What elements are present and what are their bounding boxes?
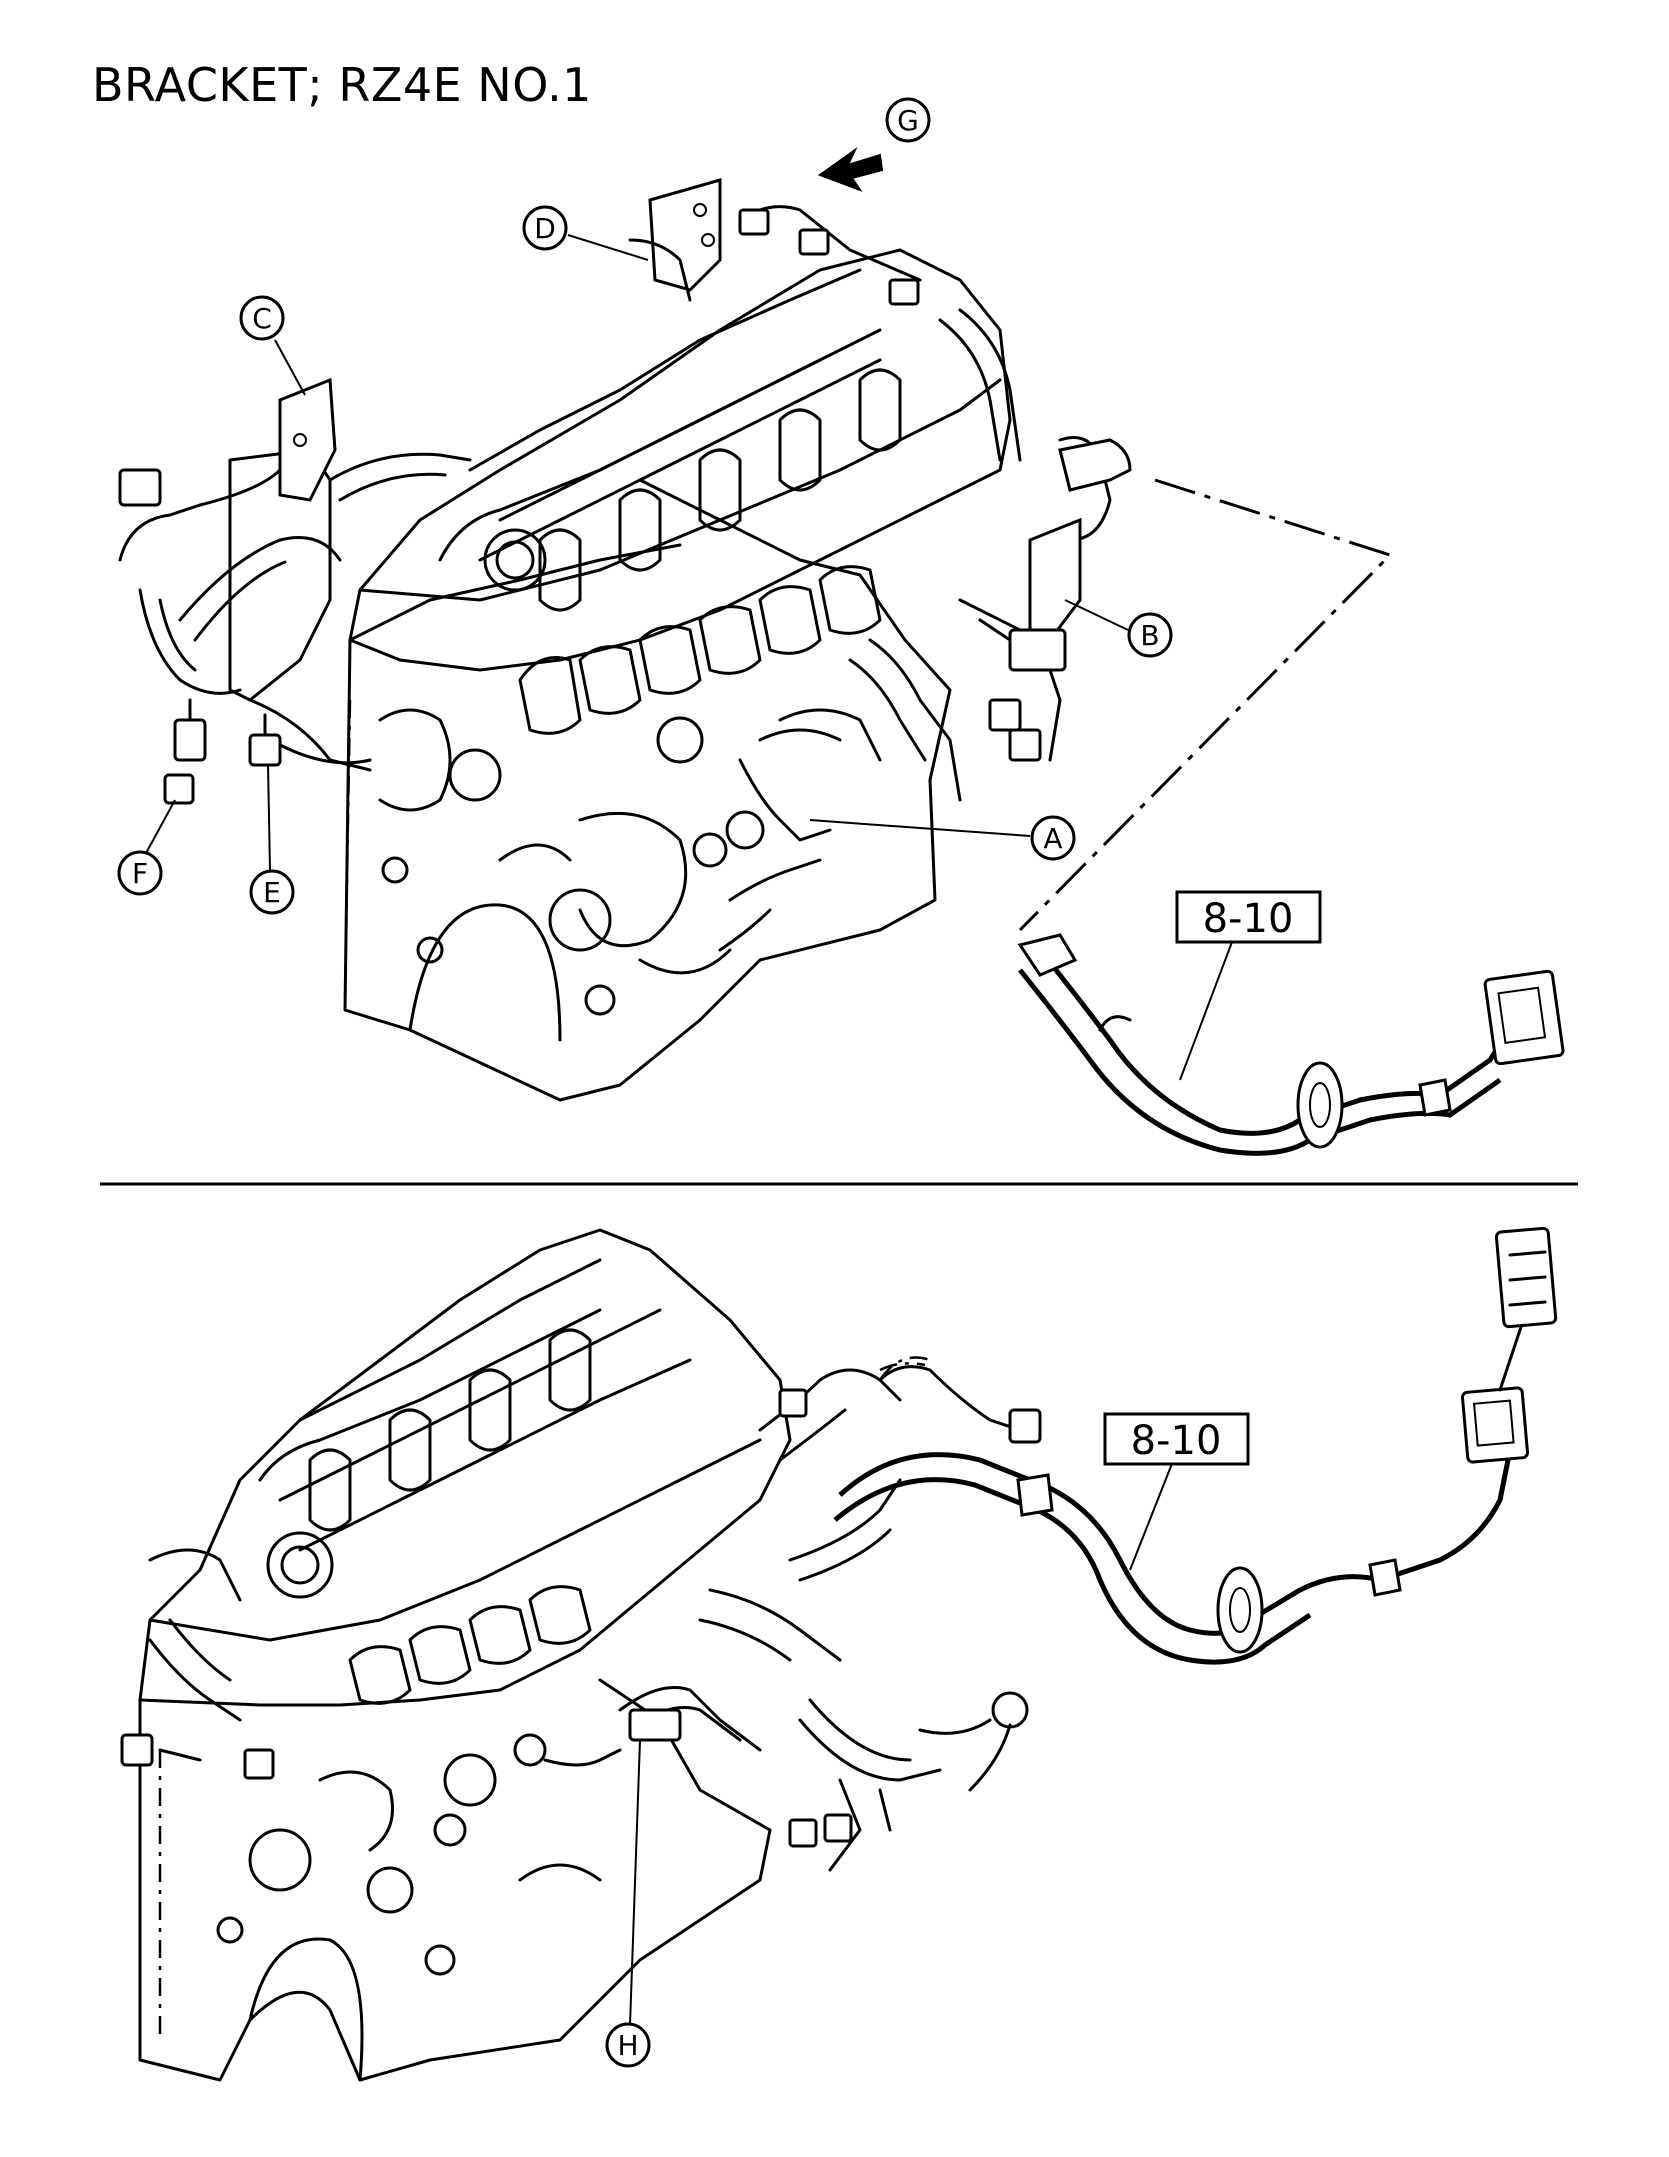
leader-e xyxy=(267,764,271,871)
svg-text:8-10: 8-10 xyxy=(1131,1418,1222,1464)
leader-c xyxy=(274,339,306,396)
ref-box-bottom: 8-10 xyxy=(1103,1412,1250,1466)
callout-f: F xyxy=(117,850,163,896)
top-engine-drawing xyxy=(118,178,1132,1102)
svg-text:8-10: 8-10 xyxy=(1203,896,1294,942)
svg-text:D: D xyxy=(534,212,556,245)
svg-text:F: F xyxy=(132,857,148,890)
svg-text:H: H xyxy=(617,2029,638,2062)
bottom-harness-detail xyxy=(833,1226,1558,1665)
svg-text:A: A xyxy=(1043,822,1062,855)
bottom-engine-drawing xyxy=(120,1228,1042,2082)
callout-d: D xyxy=(522,205,568,251)
diagram-title: BRACKET; RZ4E NO.1 xyxy=(92,58,592,112)
ref-box-top: 8-10 xyxy=(1175,890,1322,944)
leader-b xyxy=(1064,599,1129,631)
callout-c: C xyxy=(239,295,285,341)
leader-a xyxy=(809,819,1031,837)
callout-b: B xyxy=(1127,612,1173,658)
leader-h xyxy=(629,1739,641,2026)
arrow-left-down-icon xyxy=(817,146,884,193)
svg-text:E: E xyxy=(263,876,281,909)
leader-ref-bottom xyxy=(1129,1455,1176,1571)
svg-text:G: G xyxy=(897,104,919,137)
svg-text:B: B xyxy=(1140,619,1159,652)
callout-e: E xyxy=(249,869,295,915)
callout-a: A xyxy=(1030,815,1076,861)
callout-g: G xyxy=(885,97,931,143)
callout-h: H xyxy=(605,2022,651,2068)
leader-d xyxy=(567,234,649,261)
leader-f xyxy=(144,799,176,856)
svg-text:C: C xyxy=(252,302,272,335)
top-harness-detail xyxy=(1017,933,1565,1156)
leader-dashed-top xyxy=(1018,478,1393,932)
leader-ref-top xyxy=(1179,933,1236,1081)
